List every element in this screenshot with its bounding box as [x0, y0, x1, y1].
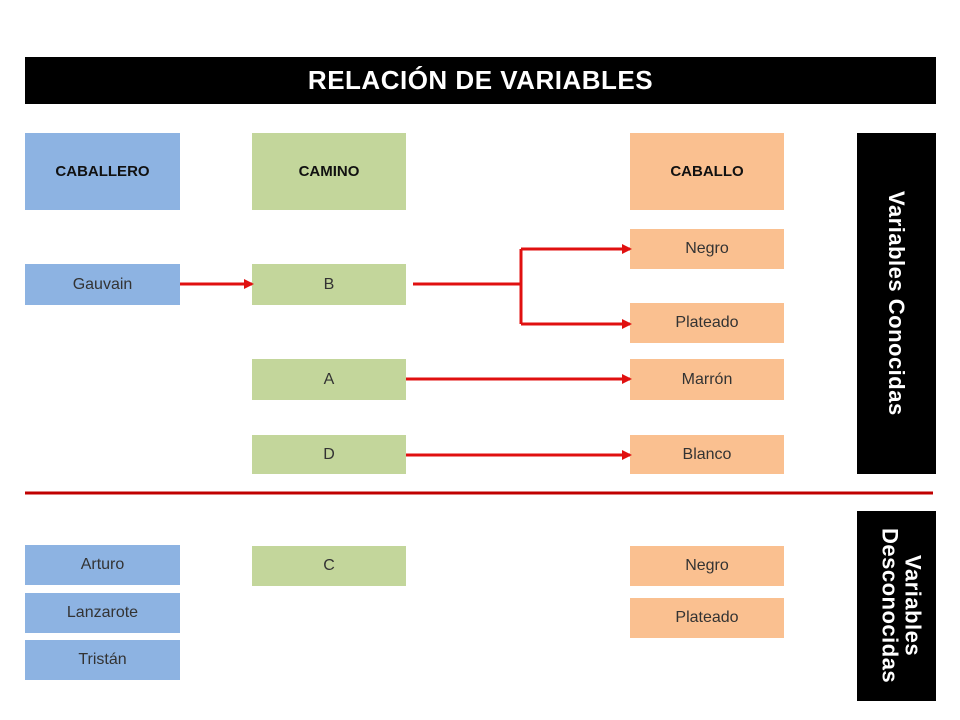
- knight-arturo: Arturo: [25, 545, 180, 585]
- horse-plateado-unknown: Plateado: [630, 598, 784, 638]
- knight-lanzarote: Lanzarote: [25, 593, 180, 633]
- header-caballero: CABALLERO: [25, 133, 180, 210]
- known-variables-label: Variables Conocidas: [857, 133, 936, 474]
- unknown-variables-label: Variables Desconocidas: [857, 511, 936, 701]
- path-c: C: [252, 546, 406, 586]
- horse-negro: Negro: [630, 229, 784, 269]
- path-d: D: [252, 435, 406, 474]
- header-caballo: CABALLO: [630, 133, 784, 210]
- known-variables-text: Variables Conocidas: [884, 191, 910, 416]
- knight-gauvain: Gauvain: [25, 264, 180, 305]
- unknown-variables-text: Variables Desconocidas: [877, 528, 926, 684]
- horse-negro-unknown: Negro: [630, 546, 784, 586]
- header-camino: CAMINO: [252, 133, 406, 210]
- page-title: RELACIÓN DE VARIABLES: [25, 57, 936, 104]
- horse-plateado: Plateado: [630, 303, 784, 343]
- path-a: A: [252, 359, 406, 400]
- horse-marron: Marrón: [630, 359, 784, 400]
- horse-blanco: Blanco: [630, 435, 784, 474]
- knight-tristan: Tristán: [25, 640, 180, 680]
- path-b: B: [252, 264, 406, 305]
